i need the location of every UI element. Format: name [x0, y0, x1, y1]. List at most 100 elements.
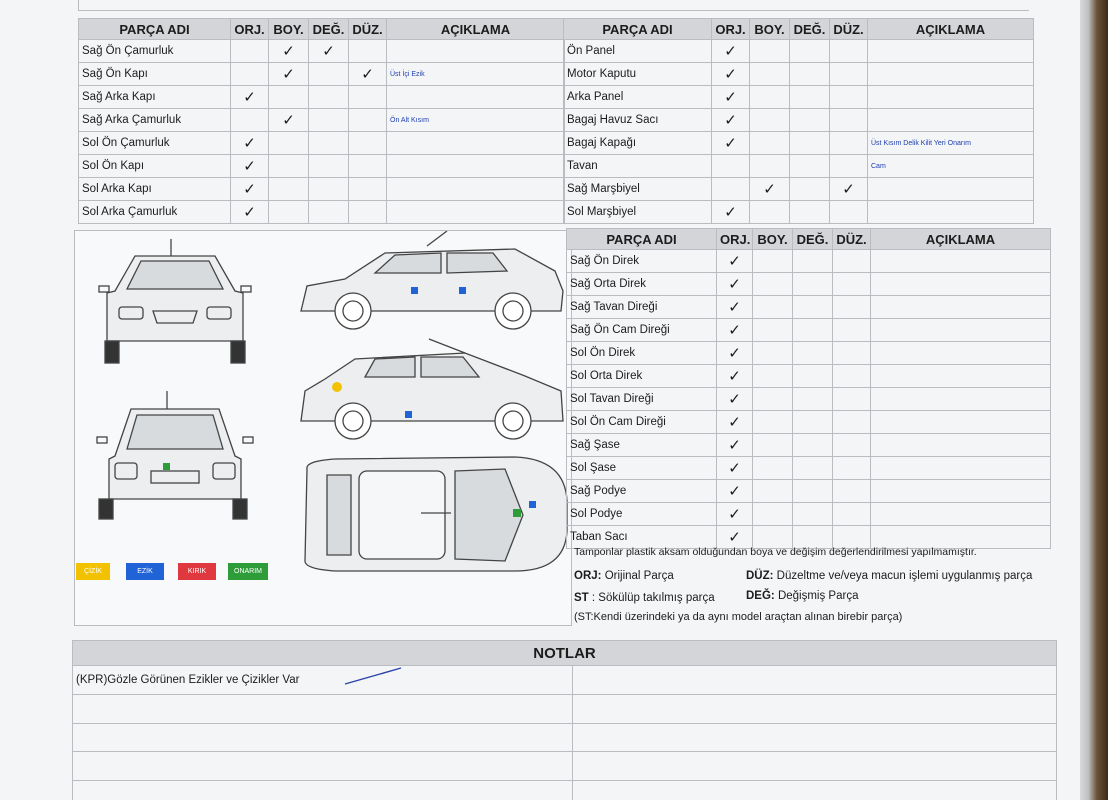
description-cell [386, 131, 565, 155]
part-name-cell: Sol Orta Direk [566, 364, 717, 388]
legend-duz: DÜZ: Düzeltme ve/veya macun işlemi uygul… [746, 570, 1032, 582]
table-row: Bagaj Kapağı✓Üst Kısım Delik Kilit Yeri … [563, 131, 1034, 155]
table-row: Sol Arka Çamurluk✓ [78, 200, 565, 224]
bumper-note: Tamponlar plastik aksam olduğundan boya … [574, 546, 977, 558]
table-row: Sağ Marşbiyel ✓ ✓ [563, 177, 1034, 201]
checkmark-icon: ✓ [243, 180, 256, 198]
orj-cell: ✓ [230, 177, 269, 201]
duz-cell [348, 131, 387, 155]
part-name-cell: Bagaj Havuz Sacı [563, 108, 712, 132]
part-name-cell: Sol Tavan Direği [566, 387, 717, 411]
part-name-cell: Sağ Ön Kapı [78, 62, 231, 86]
part-name-cell: Sağ Marşbiyel [563, 177, 712, 201]
checkmark-icon: ✓ [728, 367, 741, 385]
duz-cell [829, 154, 868, 178]
part-name-cell: Bagaj Kapağı [563, 131, 712, 155]
table-row: Sol Ön Direk✓ [566, 341, 1051, 365]
duz-cell [832, 479, 871, 503]
checkmark-icon: ✓ [728, 436, 741, 454]
deg-cell [792, 318, 833, 342]
orj-cell [230, 39, 269, 63]
boy-cell [752, 479, 793, 503]
legend-duz-text: Düzeltme ve/veya macun işlemi uygulanmış… [776, 570, 1033, 582]
notes-cell [572, 693, 1057, 724]
table-row: Sağ Şase✓ [566, 433, 1051, 457]
checkmark-icon: ✓ [243, 88, 256, 106]
boy-cell [752, 456, 793, 480]
legend-deg: DEĞ: Değişmiş Parça [746, 590, 858, 602]
frame-parts-table: PARÇA ADI ORJ. BOY. DEĞ. DÜZ. AÇIKLAMA S… [566, 228, 1051, 549]
body-parts-table-right: PARÇA ADI ORJ. BOY. DEĞ. DÜZ. AÇIKLAMA Ö… [563, 18, 1034, 224]
deg-cell [792, 410, 833, 434]
boy-cell [752, 387, 793, 411]
orj-cell: ✓ [711, 62, 750, 86]
description-cell [867, 108, 1034, 132]
part-name-cell: Sol Arka Kapı [78, 177, 231, 201]
deg-cell [308, 177, 349, 201]
description-cell: Ön Alt Kısım [386, 108, 565, 132]
header-deg: DEĞ. [789, 18, 830, 40]
part-name-cell: Ön Panel [563, 39, 712, 63]
orj-cell: ✓ [716, 341, 753, 365]
description-cell: Üst Kısım Delik Kilit Yeri Onarım [867, 131, 1034, 155]
notes-cell [572, 722, 1057, 753]
car-top-view [304, 456, 568, 572]
legend-repair: ONARIM [228, 563, 268, 580]
notes-line-1: (KPR)Gözle Görünen Ezikler ve Çizikler V… [76, 673, 300, 686]
checkmark-icon: ✓ [728, 505, 741, 523]
boy-cell [752, 502, 793, 526]
deg-cell [308, 108, 349, 132]
description-cell: Cam [867, 154, 1034, 178]
description-cell [867, 177, 1034, 201]
duz-cell [348, 39, 387, 63]
checkmark-icon: ✓ [763, 180, 776, 198]
notes-cell [572, 780, 1057, 800]
orj-cell: ✓ [716, 318, 753, 342]
deg-cell [789, 85, 830, 109]
header-description: AÇIKLAMA [867, 18, 1034, 40]
table-row: Arka Panel✓ [563, 85, 1034, 109]
table-row: Sağ Ön Cam Direği✓ [566, 318, 1051, 342]
orj-cell: ✓ [716, 502, 753, 526]
header-orj: ORJ. [711, 18, 750, 40]
checkmark-icon: ✓ [724, 203, 737, 221]
checkmark-icon: ✓ [361, 65, 374, 83]
description-cell [386, 39, 565, 63]
boy-cell [752, 410, 793, 434]
deg-cell [789, 131, 830, 155]
table-row: Sağ Ön Çamurluk✓✓ [78, 39, 565, 63]
damage-mark-dent [459, 287, 466, 294]
damage-mark-repair [163, 463, 170, 470]
notes-cell [72, 751, 573, 782]
table-row: Sol Marşbiyel✓ [563, 200, 1034, 224]
part-name-cell: Sağ Tavan Direği [566, 295, 717, 319]
deg-cell [792, 249, 833, 273]
checkmark-icon: ✓ [728, 528, 741, 546]
car-rear-view [96, 391, 254, 520]
table-row: Sol Arka Kapı ✓ [78, 177, 565, 201]
table-row: Sağ Orta Direk✓ [566, 272, 1051, 296]
duz-cell [832, 410, 871, 434]
orj-cell: ✓ [711, 39, 750, 63]
duz-cell: ✓ [829, 177, 868, 201]
boy-cell [749, 62, 790, 86]
checkmark-icon: ✓ [728, 344, 741, 362]
checkmark-icon: ✓ [728, 413, 741, 431]
description-cell [870, 387, 1051, 411]
legend-st-text: : Sökülüp takılmış parça [591, 592, 715, 604]
description-cell [870, 410, 1051, 434]
boy-cell [749, 154, 790, 178]
description-cell [870, 318, 1051, 342]
deg-cell [308, 85, 349, 109]
description-cell [867, 39, 1034, 63]
boy-cell [752, 249, 793, 273]
boy-cell [752, 318, 793, 342]
duz-cell [832, 433, 871, 457]
duz-cell [832, 341, 871, 365]
header-deg: DEĞ. [792, 228, 833, 250]
checkmark-icon: ✓ [724, 42, 737, 60]
orj-cell [230, 62, 269, 86]
orj-cell [230, 108, 269, 132]
description-cell [870, 341, 1051, 365]
